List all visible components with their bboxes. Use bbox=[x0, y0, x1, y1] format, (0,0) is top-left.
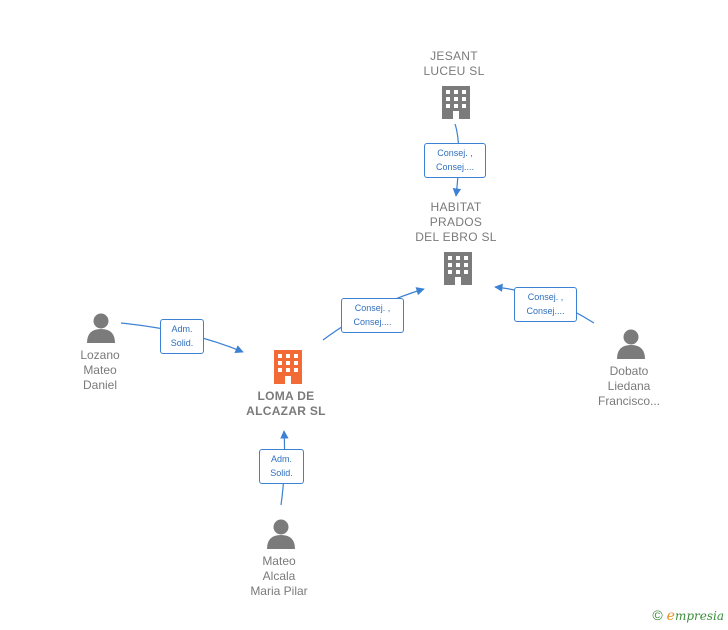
node-label-habitat[interactable]: HABITAT PRADOS DEL EBRO SL bbox=[415, 200, 497, 244]
copyright-icon: © bbox=[652, 607, 663, 623]
node-label-loma[interactable]: LOMA DE ALCAZAR SL bbox=[246, 389, 326, 418]
node-label-lozano[interactable]: Lozano Mateo Daniel bbox=[80, 348, 120, 392]
brand-logo[interactable]: empresia bbox=[666, 608, 724, 624]
building-icon[interactable] bbox=[444, 252, 472, 285]
edge-role-dobato-habitat[interactable]: Consej. , Consej.... bbox=[514, 287, 577, 322]
edge-role-loma-habitat[interactable]: Consej. , Consej.... bbox=[341, 298, 404, 333]
person-icon[interactable] bbox=[617, 329, 645, 360]
edge-role-jesant-habitat[interactable]: Consej. , Consej.... bbox=[424, 143, 486, 178]
building-icon[interactable] bbox=[442, 86, 470, 119]
person-icon[interactable] bbox=[87, 313, 115, 344]
node-label-mateo[interactable]: Mateo Alcala Maria Pilar bbox=[250, 554, 308, 598]
node-label-jesant[interactable]: JESANT LUCEU SL bbox=[423, 49, 485, 78]
edge-role-lozano-loma[interactable]: Adm. Solid. bbox=[160, 319, 204, 354]
building-icon-focus[interactable] bbox=[274, 350, 302, 384]
person-icon[interactable] bbox=[267, 519, 295, 550]
footer-credit: ©empresia bbox=[652, 607, 724, 624]
edge-role-mateo-loma[interactable]: Adm. Solid. bbox=[259, 449, 304, 484]
node-label-dobato[interactable]: Dobato Liedana Francisco... bbox=[597, 364, 660, 408]
